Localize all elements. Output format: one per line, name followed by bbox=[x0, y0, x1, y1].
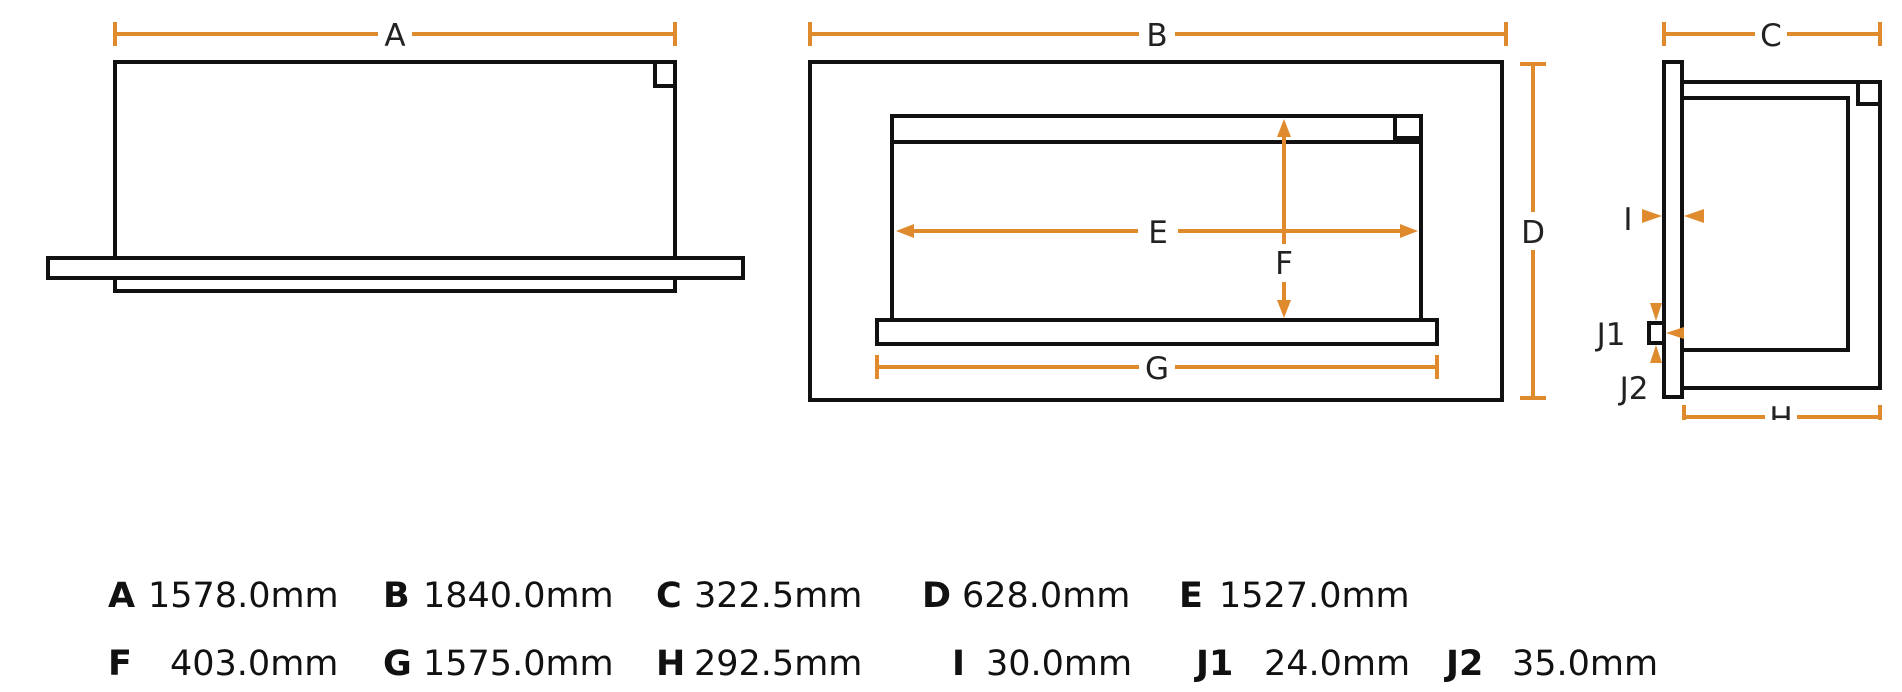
legend-key-b: B bbox=[383, 576, 410, 616]
top-view-ledge bbox=[46, 256, 745, 280]
front-view: B D E F G bbox=[808, 18, 1546, 402]
top-view-body bbox=[113, 60, 677, 260]
dimension-label-c: C bbox=[1760, 18, 1782, 54]
legend-value-f: 403.0mm bbox=[170, 644, 339, 684]
legend-value-i: 30.0mm bbox=[986, 644, 1133, 684]
front-view-corner-block bbox=[1393, 114, 1423, 140]
side-view: C H I J1 J2 bbox=[1595, 18, 1882, 420]
top-view-base bbox=[113, 276, 677, 293]
dimension-label-f: F bbox=[1275, 246, 1293, 282]
dimension-label-b: B bbox=[1146, 18, 1167, 54]
dimension-label-e: E bbox=[1148, 215, 1168, 251]
side-view-bracket bbox=[1647, 321, 1666, 345]
side-view-front-panel bbox=[1662, 60, 1684, 399]
top-view: A bbox=[46, 18, 745, 293]
side-view-body bbox=[1680, 80, 1882, 390]
dimension-label-g: G bbox=[1145, 351, 1169, 387]
technical-drawing: A B D E F G bbox=[46, 18, 1882, 420]
side-view-inner-body bbox=[1682, 96, 1850, 352]
legend-value-g: 1575.0mm bbox=[423, 644, 614, 684]
legend-key-j2: J2 bbox=[1446, 644, 1484, 684]
dimension-j1-arrow-bottom bbox=[1650, 345, 1662, 363]
legend-key-c: C bbox=[656, 576, 682, 616]
dimension-j2-arrow bbox=[1666, 327, 1684, 339]
legend-key-d: D bbox=[922, 576, 952, 616]
legend-value-c: 322.5mm bbox=[694, 576, 863, 616]
dimension-e-arrow-left bbox=[896, 224, 914, 238]
front-view-top-band bbox=[890, 114, 1423, 144]
dimension-label-d: D bbox=[1521, 215, 1545, 251]
legend-value-d: 628.0mm bbox=[962, 576, 1131, 616]
dimension-e-arrow-right bbox=[1400, 224, 1418, 238]
dimension-f-arrow-bottom bbox=[1277, 300, 1291, 318]
dimension-i-arrow-left bbox=[1642, 209, 1662, 223]
legend-value-e: 1527.0mm bbox=[1219, 576, 1410, 616]
legend-value-j1: 24.0mm bbox=[1264, 644, 1411, 684]
top-view-corner-block bbox=[653, 60, 677, 88]
dimension-label-h: H bbox=[1769, 401, 1792, 420]
dimension-label-a: A bbox=[384, 18, 405, 54]
legend-key-e: E bbox=[1179, 576, 1203, 616]
dimension-label-j1: J1 bbox=[1595, 317, 1626, 353]
legend-key-j1: J1 bbox=[1196, 644, 1234, 684]
dimension-label-i: I bbox=[1623, 202, 1632, 238]
legend-key-a: A bbox=[108, 576, 136, 616]
legend-key-h: H bbox=[656, 644, 686, 684]
legend-value-j2: 35.0mm bbox=[1512, 644, 1659, 684]
dimension-f-arrow-top bbox=[1277, 119, 1291, 137]
legend-key-f: F bbox=[108, 644, 132, 684]
dimension-j1-arrow-top bbox=[1650, 303, 1662, 321]
dimension-label-j2: J2 bbox=[1618, 371, 1649, 407]
side-view-corner-block bbox=[1856, 80, 1882, 106]
front-view-frame bbox=[808, 60, 1504, 402]
legend-key-i: I bbox=[952, 644, 966, 684]
front-view-base-rail bbox=[875, 318, 1439, 346]
dimension-i-arrow-right bbox=[1684, 209, 1704, 223]
legend-value-a: 1578.0mm bbox=[148, 576, 339, 616]
legend-value-b: 1840.0mm bbox=[423, 576, 614, 616]
legend-key-g: G bbox=[383, 644, 412, 684]
legend-value-h: 292.5mm bbox=[694, 644, 863, 684]
